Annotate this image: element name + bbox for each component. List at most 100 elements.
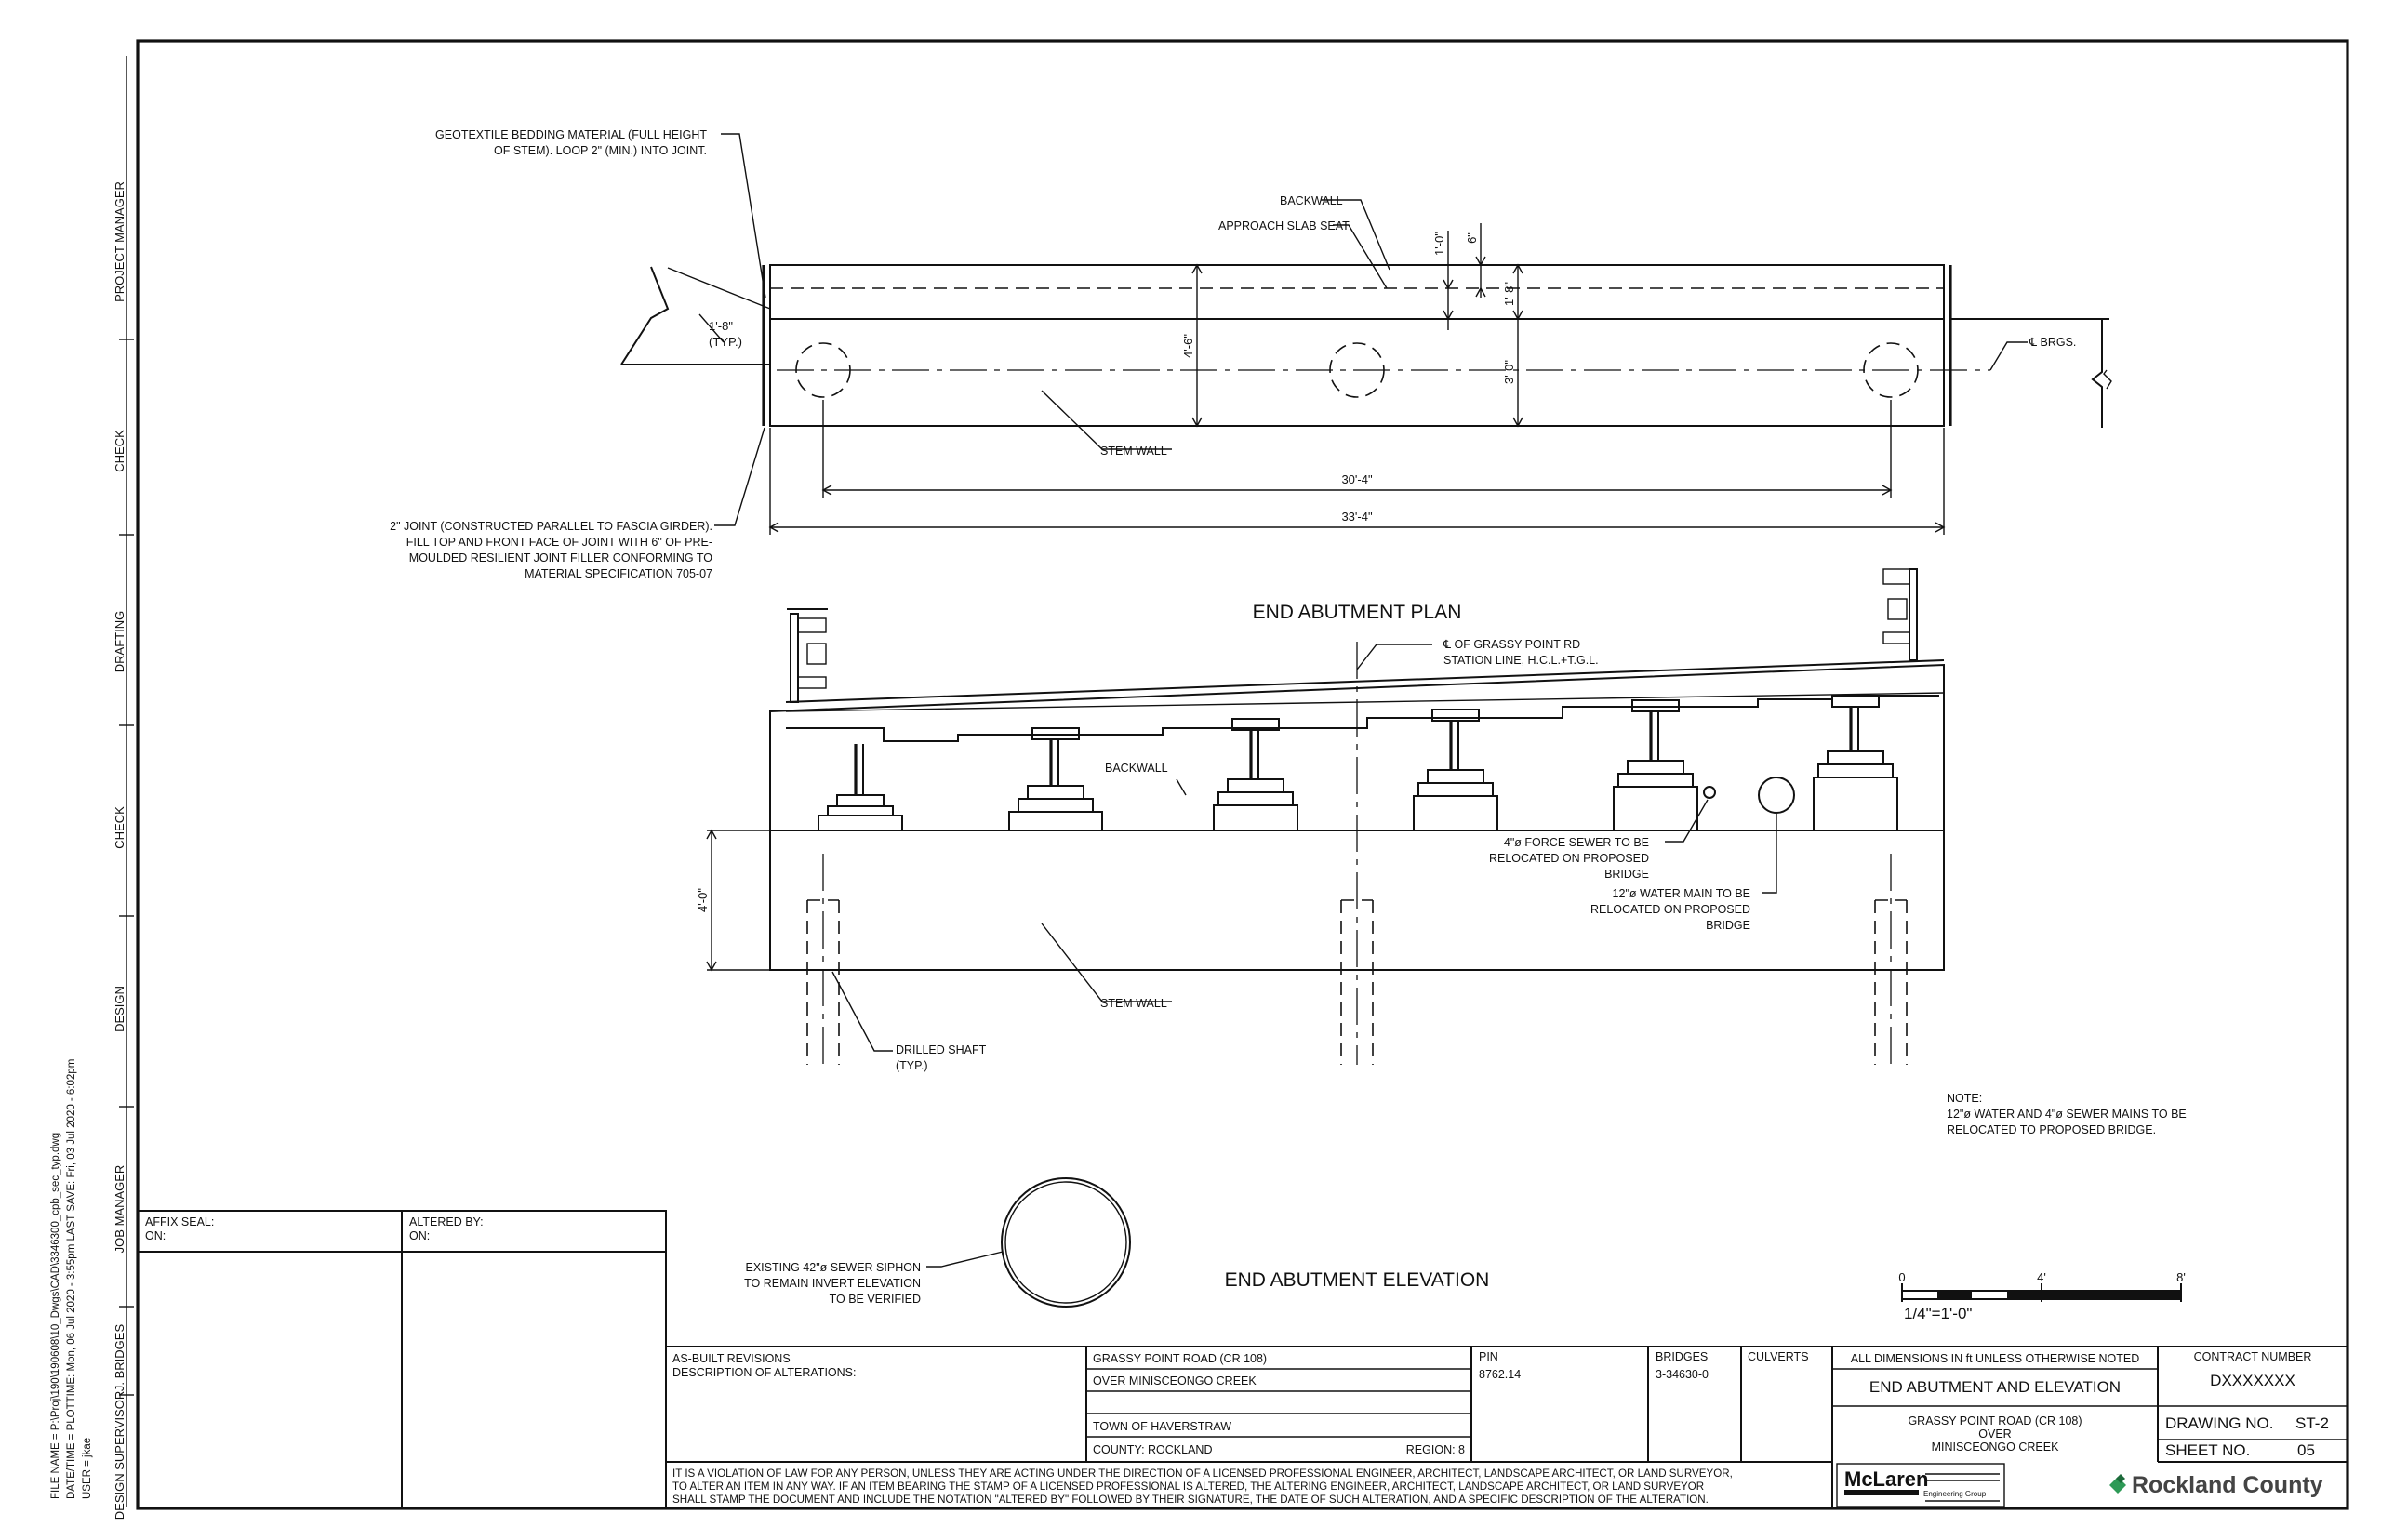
tb-sheet-sub-2: OVER <box>1978 1427 2011 1440</box>
side-label-check-1: CHECK <box>113 430 126 472</box>
scale-tick-8: 8' <box>2176 1270 2186 1284</box>
plan-joint-dim: 1'-8" <box>709 319 733 333</box>
water-main-line-3: BRIDGE <box>1706 919 1750 932</box>
tb-culverts-label: CULVERTS <box>1748 1350 1809 1363</box>
plan-dim-33-4: 33'-4" <box>1341 510 1373 524</box>
tb-pin-label: PIN <box>1479 1350 1498 1363</box>
mclaren-wordmark: McLaren <box>1844 1467 1928 1491</box>
water-main-line-2: RELOCATED ON PROPOSED <box>1590 903 1750 916</box>
rockland-county-logo: Rockland County <box>2109 1472 2323 1498</box>
tb-contract-label: CONTRACT NUMBER <box>2194 1350 2312 1363</box>
plan-title: END ABUTMENT PLAN <box>1253 602 1462 623</box>
plan-dim-6: 6" <box>1465 232 1479 244</box>
tb-road: GRASSY POINT ROAD (CR 108) <box>1093 1352 1267 1365</box>
side-label-design-supervisor: DESIGN SUPERVISOR <box>113 1391 126 1520</box>
seal-box: AFFIX SEAL: ON: ALTERED BY: ON: <box>137 1210 667 1509</box>
drilled-shaft-line-1: DRILLED SHAFT <box>896 1043 987 1056</box>
drilled-shaft-line-2: (TYP.) <box>896 1059 928 1072</box>
left-side-labels: PROJECT MANAGER CHECK DRAFTING CHECK DES… <box>113 56 134 1520</box>
tb-pin-value: 8762.14 <box>1479 1368 1521 1381</box>
force-sewer-line-2: RELOCATED ON PROPOSED <box>1489 852 1649 865</box>
side-label-design: DESIGN <box>113 986 126 1032</box>
plan-dim-30-4: 30'-4" <box>1341 472 1373 486</box>
rockland-wordmark: Rockland County <box>2132 1472 2323 1498</box>
elev-stem-wall-label: STEM WALL <box>1100 997 1167 1010</box>
elev-cl-line-1: ℄ OF GRASSY POINT RD <box>1443 638 1580 651</box>
bearing-3 <box>1213 718 1298 831</box>
file-info: FILE NAME = P:\Proj\190\190608\10_Dwgs\C… <box>50 1059 93 1499</box>
side-label-project-manager: PROJECT MANAGER <box>113 181 126 302</box>
scale-tick-4: 4' <box>2037 1270 2046 1284</box>
scale-tick-0: 0 <box>1898 1270 1905 1284</box>
abutment-plan-view: STEM WALL BACKWALL APPROACH SLAB SEAT ℄ … <box>390 128 2112 580</box>
sewer-siphon <box>1001 1177 1131 1308</box>
altered-by-on: ON: <box>409 1229 430 1242</box>
siphon-line-2: TO REMAIN INVERT ELEVATION <box>744 1277 921 1290</box>
tb-drawing-label: DRAWING NO. <box>2165 1414 2273 1432</box>
scale-bar: 0 4' 8' 1/4"=1'-0" <box>1898 1270 2185 1322</box>
plan-dim-3-0: 3'-0" <box>1502 360 1516 384</box>
elev-note-2: 12"ø WATER AND 4"ø SEWER MAINS TO BE <box>1947 1108 2187 1121</box>
plan-dim-1-8: 1'-8" <box>1502 282 1516 306</box>
elev-dim-4-0: 4'-0" <box>696 888 710 912</box>
plan-joint-note-1: 2" JOINT (CONSTRUCTED PARALLEL TO FASCIA… <box>390 520 712 533</box>
plan-joint-typ: (TYP.) <box>709 335 742 349</box>
tb-drawing-value: ST-2 <box>2295 1414 2329 1432</box>
plan-joint-note-3: MOULDED RESILIENT JOINT FILLER CONFORMIN… <box>409 551 712 564</box>
water-main-pipe <box>1758 777 1795 814</box>
plan-stem-wall-label: STEM WALL <box>1100 445 1167 458</box>
affix-seal-label: AFFIX SEAL: <box>145 1215 214 1228</box>
tb-contract-value: DXXXXXXX <box>2210 1372 2295 1389</box>
tb-region: REGION: 8 <box>1406 1443 1465 1456</box>
force-sewer-pipe <box>1703 786 1716 799</box>
bearing-2 <box>1008 727 1103 831</box>
tb-sheet-value: 05 <box>2297 1441 2315 1459</box>
side-label-check-2: CHECK <box>113 806 126 849</box>
force-sewer-line-3: BRIDGE <box>1604 868 1649 881</box>
plan-joint-note-2: FILL TOP AND FRONT FACE OF JOINT WITH 6"… <box>406 536 712 549</box>
violation-line-3: SHALL STAMP THE DOCUMENT AND INCLUDE THE… <box>672 1494 1709 1506</box>
title-block: AS-BUILT REVISIONS DESCRIPTION OF ALTERA… <box>665 1346 2348 1509</box>
plan-geotextile-line-1: GEOTEXTILE BEDDING MATERIAL (FULL HEIGHT <box>435 128 707 141</box>
mclaren-sub: Engineering Group <box>1923 1490 1987 1498</box>
force-sewer-line-1: 4"ø FORCE SEWER TO BE <box>1504 836 1649 849</box>
drilled-shafts <box>806 854 1908 1069</box>
tb-sheet-sub-1: GRASSY POINT ROAD (CR 108) <box>1908 1414 2082 1427</box>
plan-dim-4-6: 4'-6" <box>1181 334 1195 358</box>
violation-line-2: TO ALTER AN ITEM IN ANY WAY. IF AN ITEM … <box>672 1480 1704 1493</box>
tb-sheet-sub-3: MINISCEONGO CREEK <box>1932 1440 2059 1454</box>
bearing-4 <box>1413 709 1498 831</box>
bearing-1 <box>818 744 903 831</box>
siphon-line-1: EXISTING 42"ø SEWER SIPHON <box>745 1261 921 1274</box>
tb-bridges-value: 3-34630-0 <box>1656 1368 1709 1381</box>
user: USER = jkae <box>82 1438 93 1499</box>
side-label-j-bridges: J. BRIDGES <box>113 1324 126 1392</box>
alterations-label: DESCRIPTION OF ALTERATIONS: <box>672 1366 856 1379</box>
plan-dim-1-0: 1'-0" <box>1432 232 1446 256</box>
right-railing <box>1882 568 1918 661</box>
plan-brgs-label: ℄ BRGS. <box>2029 336 2076 349</box>
side-label-job-manager: JOB MANAGER <box>113 1165 126 1254</box>
plan-backwall-label: BACKWALL <box>1280 194 1343 207</box>
side-label-drafting: DRAFTING <box>113 611 126 672</box>
elev-note-1: NOTE: <box>1947 1092 1982 1105</box>
plan-joint-note-4: MATERIAL SPECIFICATION 705-07 <box>525 567 712 580</box>
tb-town: TOWN OF HAVERSTRAW <box>1093 1420 1231 1433</box>
plan-approach-slab-label: APPROACH SLAB SEAT <box>1218 219 1350 232</box>
tb-county: COUNTY: ROCKLAND <box>1093 1443 1213 1456</box>
date-time: DATE/TIME = PLOTTIME: Mon, 06 Jul 2020 -… <box>66 1059 77 1499</box>
left-railing <box>787 608 828 703</box>
siphon-line-3: TO BE VERIFIED <box>830 1293 921 1306</box>
violation-line-1: IT IS A VIOLATION OF LAW FOR ANY PERSON,… <box>672 1467 1733 1480</box>
tb-over: OVER MINISCEONGO CREEK <box>1093 1374 1257 1387</box>
bearing-5 <box>1613 699 1698 831</box>
mclaren-logo: McLaren Engineering Group <box>1836 1463 2005 1507</box>
water-main-line-1: 12"ø WATER MAIN TO BE <box>1613 887 1750 900</box>
scale-label: 1/4"=1'-0" <box>1904 1305 1972 1322</box>
tb-sheet-title: END ABUTMENT AND ELEVATION <box>1869 1378 2121 1396</box>
bearing-6 <box>1813 695 1898 831</box>
altered-by-label: ALTERED BY: <box>409 1215 484 1228</box>
elev-note-3: RELOCATED TO PROPOSED BRIDGE. <box>1947 1123 2156 1136</box>
elev-cl-line-2: STATION LINE, H.C.L.+T.G.L. <box>1443 654 1599 667</box>
